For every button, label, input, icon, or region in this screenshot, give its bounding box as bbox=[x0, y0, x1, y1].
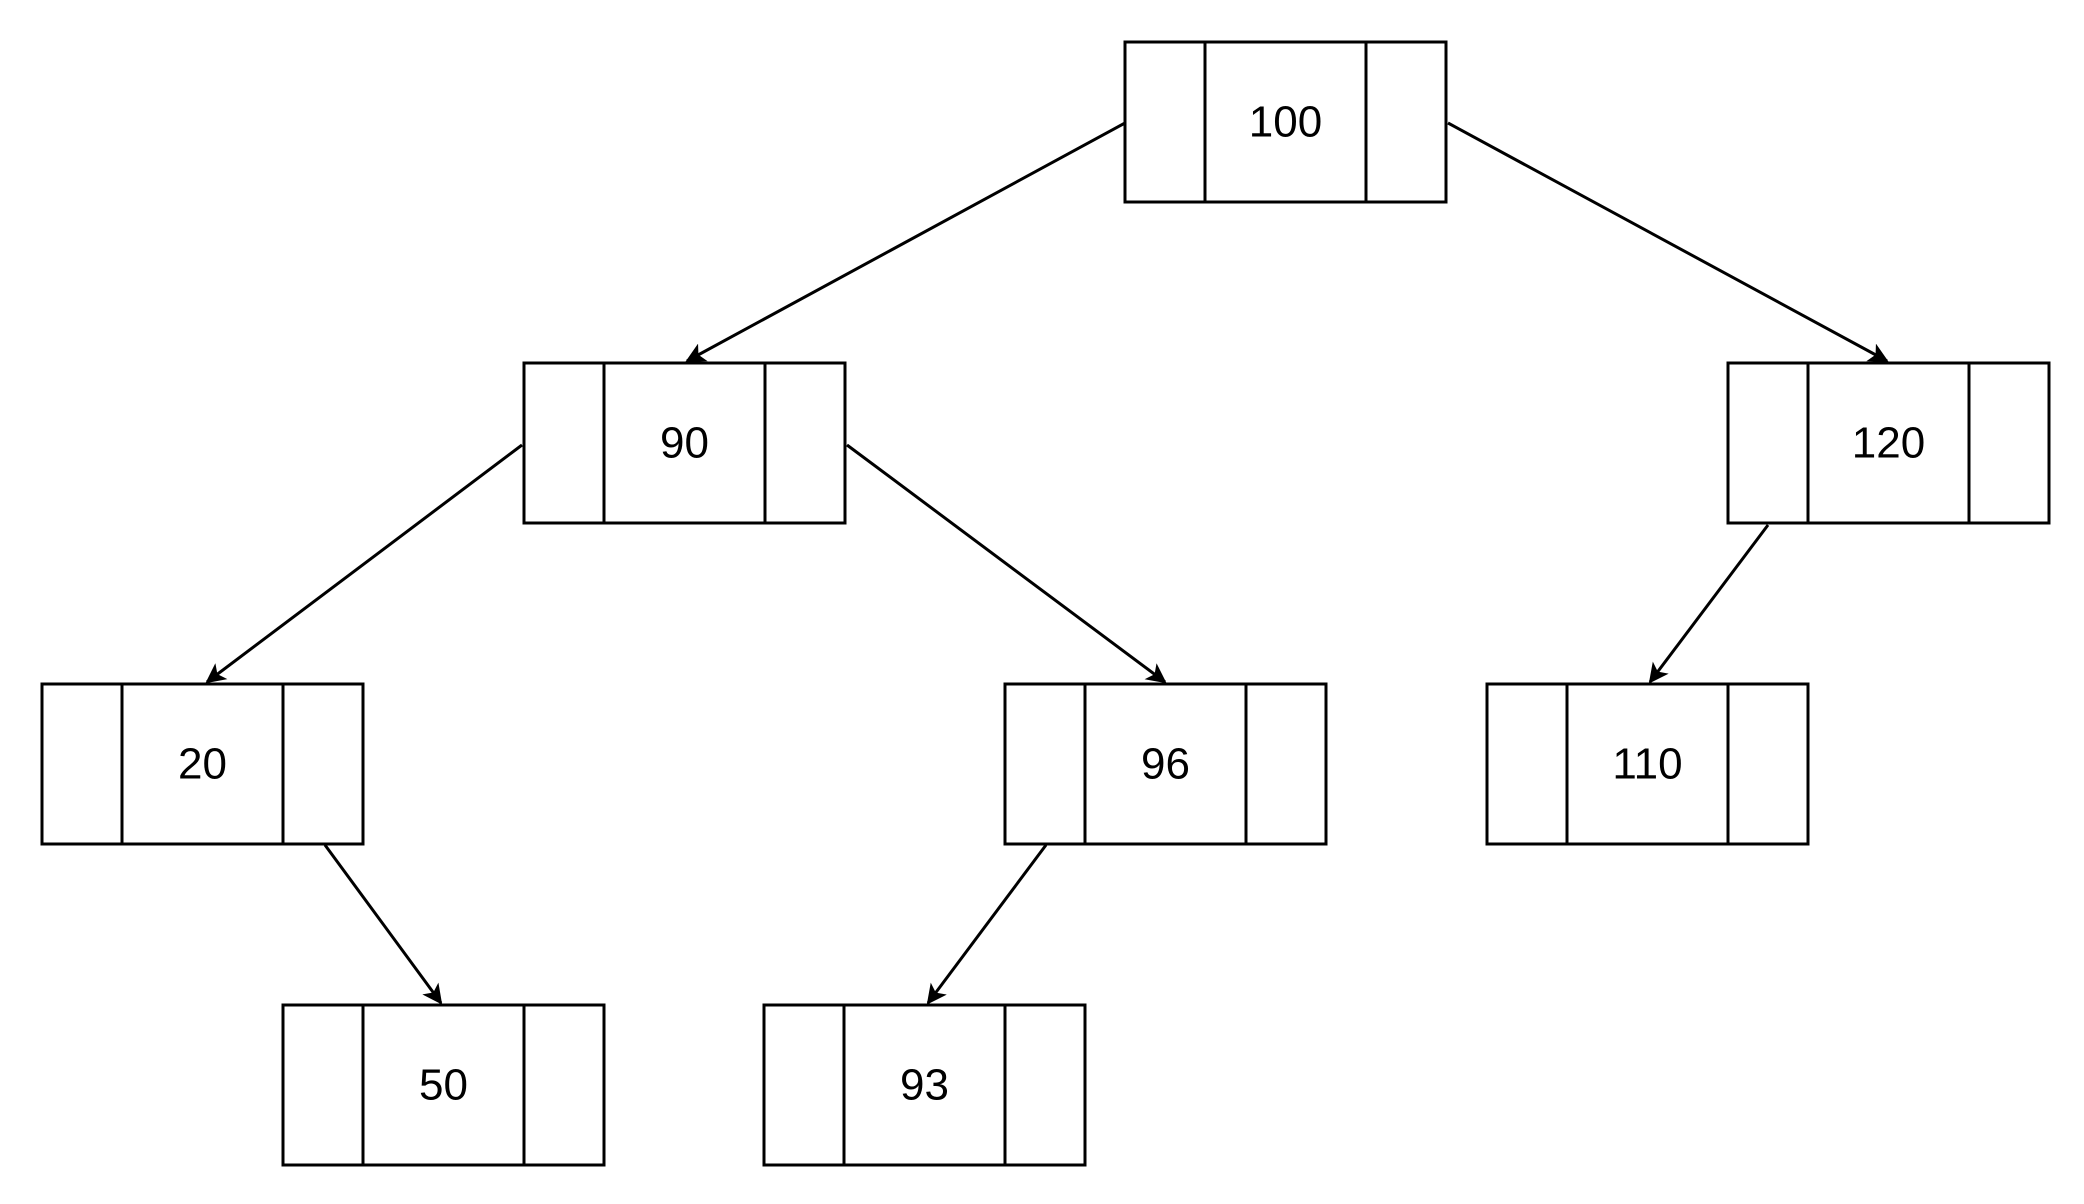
edge-90-to-96 bbox=[846, 443, 1167, 684]
node-value: 96 bbox=[1141, 740, 1190, 789]
tree-node: 93 bbox=[762, 1003, 1087, 1167]
node-box bbox=[40, 682, 365, 846]
node-value: 110 bbox=[1612, 740, 1682, 789]
node-box bbox=[762, 1003, 1087, 1167]
node-value: 100 bbox=[1249, 98, 1322, 147]
node-box bbox=[1726, 361, 2051, 525]
node-box bbox=[1003, 682, 1328, 846]
edge-90-to-20 bbox=[205, 443, 523, 684]
tree-node: 96 bbox=[1003, 682, 1328, 846]
node-value: 20 bbox=[178, 740, 227, 789]
tree-node: 50 bbox=[281, 1003, 606, 1167]
edges bbox=[205, 121, 1889, 1005]
tree-node: 100 bbox=[1123, 40, 1448, 204]
node-box bbox=[1485, 682, 1810, 846]
node-value: 120 bbox=[1852, 419, 1925, 468]
edge-120-to-110 bbox=[1648, 524, 1770, 684]
tree-node: 90 bbox=[522, 361, 847, 525]
tree-node: 120 bbox=[1726, 361, 2051, 525]
edge-100-to-120 bbox=[1447, 121, 1889, 363]
node-box bbox=[281, 1003, 606, 1167]
node-box bbox=[522, 361, 847, 525]
tree-node: 20 bbox=[40, 682, 365, 846]
node-value: 90 bbox=[660, 419, 709, 468]
node-box bbox=[1123, 40, 1448, 204]
edge-96-to-93 bbox=[926, 844, 1048, 1005]
tree-node: 110 bbox=[1485, 682, 1810, 846]
edge-100-to-90 bbox=[685, 121, 1126, 363]
node-value: 93 bbox=[900, 1061, 949, 1110]
edge-20-to-50 bbox=[323, 844, 443, 1005]
node-value: 50 bbox=[419, 1061, 468, 1110]
